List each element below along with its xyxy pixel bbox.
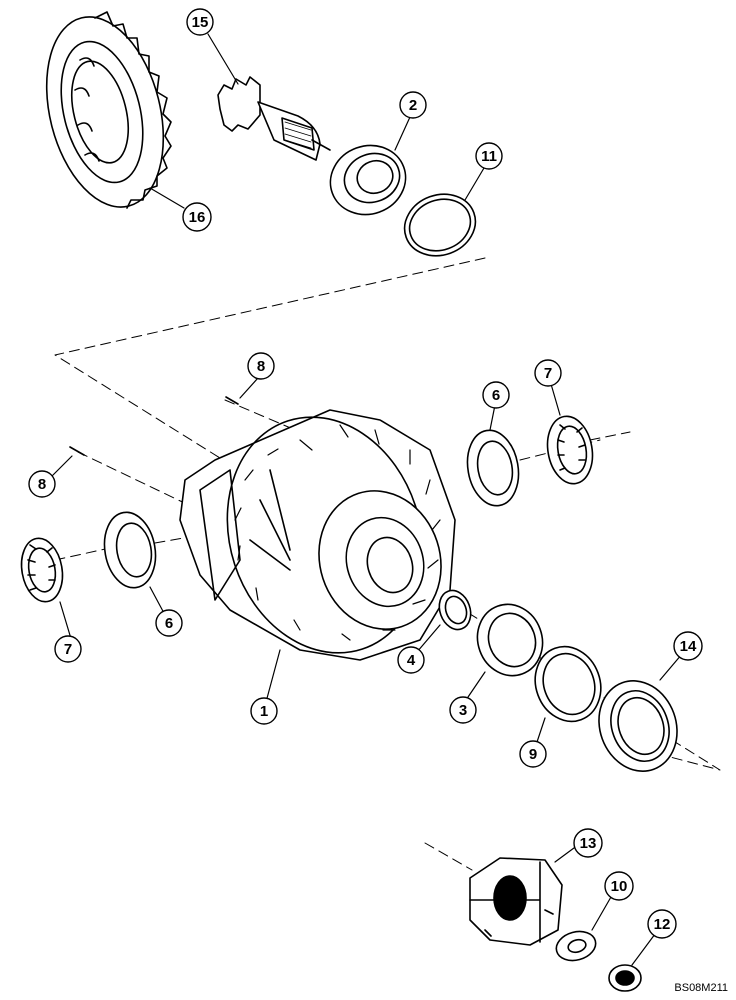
svg-text:3: 3 <box>459 702 467 719</box>
callout-16: 16 <box>182 202 212 232</box>
svg-text:12: 12 <box>654 916 671 933</box>
callout-3: 3 <box>449 696 477 724</box>
side-bearing-left <box>103 511 157 589</box>
shim <box>534 645 602 723</box>
callout-7-right: 7 <box>534 359 562 387</box>
adjusting-nut-left <box>20 537 64 603</box>
svg-text:8: 8 <box>38 476 46 493</box>
svg-text:11: 11 <box>481 148 497 165</box>
callout-1: 1 <box>250 697 278 725</box>
callout-4: 4 <box>397 646 425 674</box>
svg-text:14: 14 <box>680 638 697 655</box>
washer <box>555 930 597 962</box>
callout-8-left: 8 <box>28 470 56 498</box>
svg-text:15: 15 <box>192 14 209 31</box>
bearing-cone <box>329 144 407 216</box>
svg-text:8: 8 <box>257 358 265 375</box>
svg-text:6: 6 <box>492 387 500 404</box>
svg-text:4: 4 <box>407 652 416 669</box>
callout-11: 11 <box>475 142 503 170</box>
callout-7-left: 7 <box>54 635 82 663</box>
callout-13: 13 <box>573 828 603 858</box>
ring-gear <box>45 11 172 209</box>
adjusting-nut-right <box>546 415 594 485</box>
callout-2: 2 <box>399 91 427 119</box>
pinion-shaft <box>217 76 331 161</box>
callout-8-top: 8 <box>247 352 275 380</box>
svg-text:10: 10 <box>611 878 628 895</box>
callout-15: 15 <box>186 8 214 36</box>
svg-text:16: 16 <box>189 209 206 226</box>
leader-lines <box>51 33 683 966</box>
svg-text:1: 1 <box>260 703 268 720</box>
drive-yoke <box>469 857 563 946</box>
svg-text:2: 2 <box>409 97 417 114</box>
svg-text:7: 7 <box>64 641 72 658</box>
svg-text:7: 7 <box>544 365 552 382</box>
callout-10: 10 <box>604 871 634 901</box>
svg-text:13: 13 <box>580 835 597 852</box>
roll-pins <box>69 396 239 456</box>
callout-bubbles: 15 2 11 16 8 8 6 7 6 7 4 1 3 9 14 13 10 … <box>28 8 703 939</box>
bearing-cup <box>476 603 544 677</box>
differential-housing <box>179 409 456 661</box>
callout-14: 14 <box>673 631 703 661</box>
oil-seal <box>598 680 678 772</box>
side-bearing-right <box>466 429 520 507</box>
snap-ring <box>438 589 472 631</box>
svg-text:6: 6 <box>165 615 173 632</box>
callout-12: 12 <box>647 909 677 939</box>
figure-code: BS08M211 <box>674 982 728 994</box>
svg-text:9: 9 <box>529 746 537 763</box>
callout-6-right: 6 <box>482 381 510 409</box>
shim-ring <box>403 193 477 257</box>
callout-6-left: 6 <box>155 609 183 637</box>
yoke-nut <box>608 964 642 992</box>
callout-9: 9 <box>519 740 547 768</box>
